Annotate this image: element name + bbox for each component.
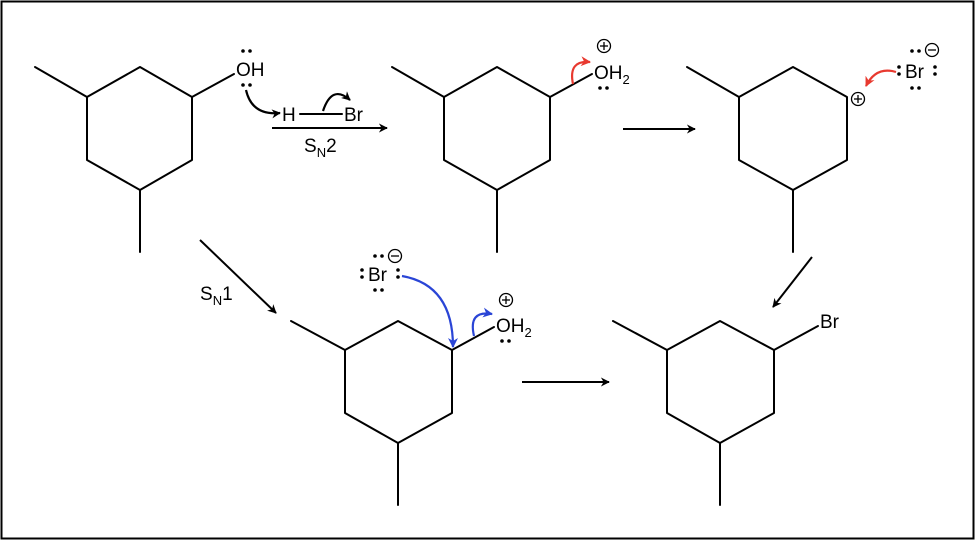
bromine-label: Br bbox=[344, 105, 364, 126]
curly-arrow-bond-to-br bbox=[321, 91, 351, 112]
positive-charge-icon bbox=[498, 292, 514, 308]
lone-pair-icon bbox=[373, 254, 384, 258]
sn2-label: SN2 bbox=[304, 136, 337, 160]
c-br-bond bbox=[773, 325, 819, 351]
reaction-arrow-to-product bbox=[772, 256, 813, 308]
ring-bonds bbox=[344, 320, 453, 444]
molecule-bromide-product: Br bbox=[612, 312, 840, 506]
ring-bonds bbox=[738, 66, 848, 191]
methyl-bond-left bbox=[612, 320, 668, 351]
negative-charge-icon bbox=[387, 248, 403, 264]
hydrogen-label: H bbox=[282, 105, 296, 126]
positive-charge-icon bbox=[850, 91, 866, 107]
ring-bonds bbox=[666, 320, 775, 444]
curly-arrow-oh-to-h bbox=[244, 89, 281, 119]
curly-arrow-c-o-bond-red bbox=[571, 56, 591, 85]
reaction-arrow-sn1 bbox=[199, 239, 277, 314]
methyl-bond-left bbox=[686, 66, 740, 98]
water-label: OH2 bbox=[594, 63, 630, 87]
negative-charge-icon bbox=[924, 42, 940, 58]
lone-pair-icon bbox=[897, 65, 901, 76]
positive-charge-icon bbox=[596, 38, 612, 54]
bromide-label: Br bbox=[368, 265, 388, 286]
lone-pair-icon bbox=[360, 268, 364, 279]
methyl-bond-left bbox=[391, 66, 445, 98]
molecule-oxonium-attack: OH2 Br bbox=[290, 248, 532, 506]
molecule-alcohol: OH bbox=[34, 49, 265, 253]
lone-pair-icon bbox=[396, 268, 400, 279]
curly-arrow-backside-attack-blue bbox=[401, 274, 458, 348]
curly-arrow-bromide-red bbox=[865, 69, 897, 87]
lone-pair-icon bbox=[910, 86, 921, 90]
bromide-label: Br bbox=[905, 62, 925, 83]
lone-pair-icon bbox=[373, 288, 384, 292]
lone-pair-icon bbox=[500, 339, 511, 343]
methyl-bond-left bbox=[290, 320, 346, 351]
lone-pair-icon bbox=[910, 49, 921, 53]
c-o-bond bbox=[191, 73, 235, 98]
curly-arrow-c-o-bond-blue bbox=[471, 307, 493, 337]
water-label: OH2 bbox=[496, 316, 532, 340]
hydroxyl-label: OH bbox=[236, 60, 265, 81]
bromine-label: Br bbox=[820, 312, 840, 333]
molecule-oxonium: OH2 bbox=[391, 38, 630, 253]
lone-pair-icon bbox=[598, 86, 609, 90]
methyl-bond-left bbox=[34, 66, 88, 98]
ring-bonds bbox=[86, 66, 193, 191]
lone-pair-icon bbox=[241, 49, 252, 53]
molecule-carbocation: Br bbox=[686, 42, 940, 253]
c-o-bond bbox=[549, 73, 593, 98]
lone-pair-icon bbox=[241, 83, 252, 87]
lone-pair-icon bbox=[933, 65, 937, 76]
sn1-label: SN1 bbox=[200, 284, 233, 308]
c-o-bond bbox=[451, 326, 495, 351]
ring-bonds bbox=[443, 66, 551, 191]
reagent-hbr: H Br bbox=[282, 91, 364, 126]
